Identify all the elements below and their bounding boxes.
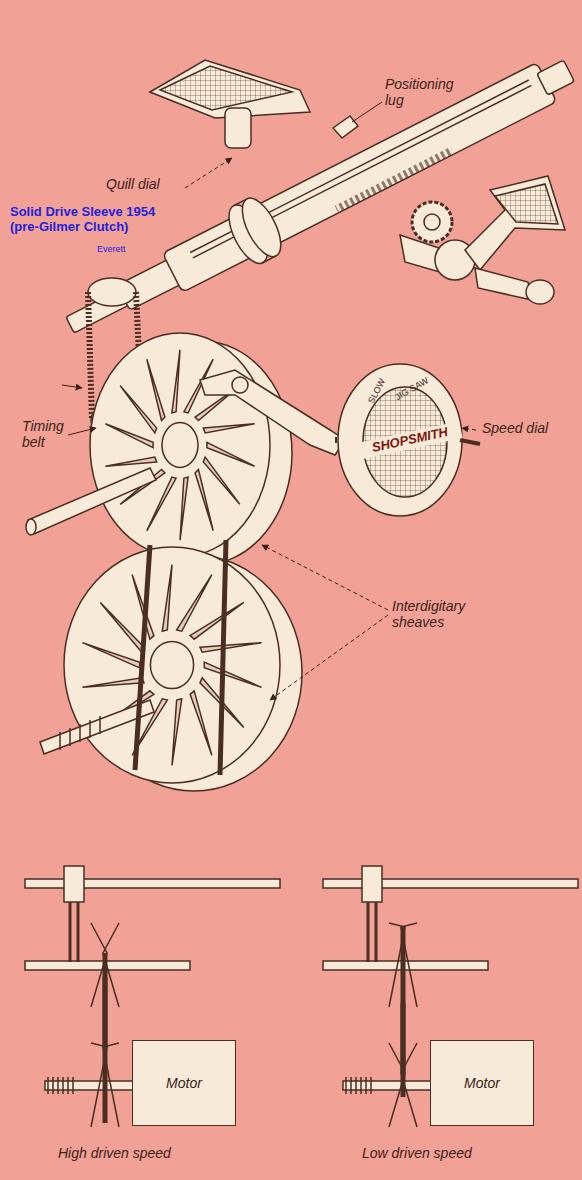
part-label: High driven speed [58, 1145, 218, 1161]
title: Solid Drive Sleeve 1954 (pre-Gilmer Clut… [10, 205, 170, 235]
positioning-lug [333, 116, 358, 138]
v-belt [103, 977, 108, 1123]
leader-line [62, 385, 82, 388]
timing-belt [77, 902, 80, 962]
node-text: Motor [464, 1075, 500, 1091]
feed-handle [150, 60, 310, 148]
thread [370, 1077, 372, 1094]
speed-dial [338, 364, 462, 516]
thread [52, 1077, 54, 1094]
leader-line [462, 428, 476, 430]
thread [62, 1077, 64, 1094]
node-text: Motor [166, 1075, 202, 1091]
part-label: Low driven speed [362, 1145, 522, 1161]
sheave-hub [150, 641, 193, 688]
part-label: Everett [97, 244, 157, 254]
timing-pulley [64, 866, 84, 902]
control-lever [200, 370, 345, 455]
timing-belt [367, 902, 370, 962]
motor-box: Motor [132, 1040, 236, 1126]
part-label: Positioning lug [385, 76, 475, 108]
sheave-shaft [28, 468, 156, 534]
leader-line [262, 545, 388, 610]
thread [365, 1077, 367, 1094]
thread [47, 1077, 49, 1094]
motor-box: Motor [430, 1040, 534, 1126]
part-label: Quill dial [106, 176, 196, 192]
sheave-disc [90, 333, 270, 557]
thread [72, 1077, 74, 1094]
thread [360, 1077, 362, 1094]
thread [350, 1077, 352, 1094]
sheave-disc [64, 547, 280, 783]
thread [355, 1077, 357, 1094]
timing-pulley [362, 866, 382, 902]
sheave-fins [83, 565, 262, 766]
leader-line [68, 428, 96, 435]
pinion-gear [412, 202, 452, 242]
timing-belt [375, 902, 378, 962]
v-belt [135, 540, 226, 775]
leader-line [270, 615, 388, 700]
timing-belt [69, 902, 72, 962]
feed-handle [400, 176, 565, 304]
sheave-hub [162, 423, 198, 468]
v-belt [401, 1003, 406, 1097]
thread [57, 1077, 59, 1094]
part-label: Speed dial [482, 420, 577, 436]
leader-line [185, 158, 232, 188]
part-label: Interdigitary sheaves [392, 598, 502, 630]
thread [67, 1077, 69, 1094]
part-label: Timing belt [22, 418, 70, 450]
quill-tube [55, 42, 582, 353]
thread [345, 1077, 347, 1094]
leader-line [352, 102, 382, 122]
